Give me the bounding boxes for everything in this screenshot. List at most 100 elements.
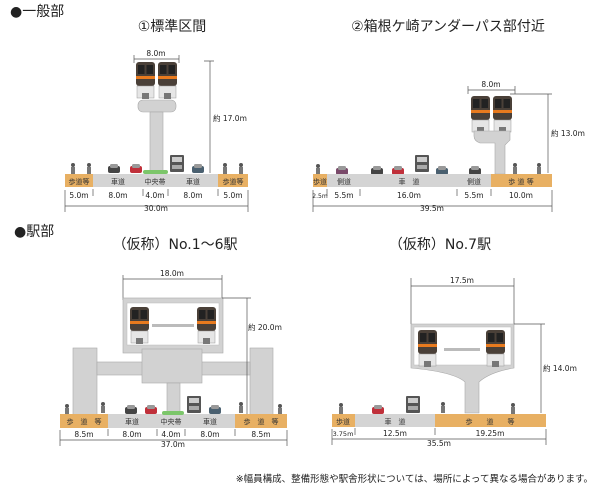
car-icon bbox=[392, 166, 404, 175]
dim-top-width: 18.0m bbox=[160, 269, 184, 278]
total-width: 37.0m bbox=[161, 440, 185, 449]
lane-label: 車道 bbox=[186, 177, 200, 186]
dim-height: 約 13.0m bbox=[551, 128, 585, 138]
lane-width: 5.5m bbox=[334, 191, 353, 200]
lane-width: 16.0m bbox=[397, 191, 421, 200]
car-icon bbox=[436, 166, 448, 175]
lane-label: 車 道 bbox=[385, 417, 406, 426]
section-general-heading: ●一般部 bbox=[10, 4, 64, 20]
lane-label: 歩道等 bbox=[69, 177, 90, 186]
lane-width: 8.0m bbox=[108, 191, 127, 200]
lane-label: 側道 bbox=[337, 177, 351, 186]
pier-cap bbox=[137, 99, 177, 113]
car-icon bbox=[108, 164, 120, 173]
pedestrian-icon bbox=[316, 164, 320, 175]
car-icon bbox=[145, 405, 157, 414]
pedestrian-icon bbox=[239, 402, 243, 413]
lane-label: 側道 bbox=[467, 177, 481, 186]
truck-icon bbox=[187, 396, 201, 413]
car-icon bbox=[469, 166, 481, 175]
panel-title: ②箱根ケ崎アンダーパス部付近 bbox=[351, 19, 545, 35]
panel-title: （仮称）No.7駅 bbox=[389, 237, 491, 253]
truck-icon bbox=[406, 396, 420, 413]
lane-label: 歩 道 等 bbox=[67, 417, 102, 426]
section-station-heading: ●駅部 bbox=[14, 224, 54, 240]
pedestrian-icon bbox=[278, 404, 282, 415]
car-icon bbox=[192, 164, 204, 173]
car-icon bbox=[336, 166, 348, 175]
lane-label: 車道 bbox=[111, 177, 125, 186]
lane-width: 8.5m bbox=[74, 430, 93, 439]
pedestrian-icon bbox=[239, 163, 243, 174]
total-width: 39.5m bbox=[420, 204, 444, 213]
pedestrian-icon bbox=[71, 163, 75, 174]
panel-station-no1-6: （仮称）No.1～6駅 18.0m 約 20.0m 歩 道 等 車道 中央帯 車… bbox=[59, 237, 288, 449]
lane-label: 歩道 bbox=[313, 177, 327, 186]
pedestrian-icon bbox=[65, 404, 69, 415]
pedestrian-icon bbox=[101, 402, 105, 413]
panel-title: （仮称）No.1～6駅 bbox=[112, 237, 237, 253]
total-width: 30.0m bbox=[144, 204, 168, 213]
car-icon bbox=[371, 166, 383, 175]
lane-width: 5.0m bbox=[69, 191, 88, 200]
dim-top-width: 17.5m bbox=[450, 276, 474, 285]
lane-width: 5.0m bbox=[223, 191, 242, 200]
pedestrian-icon bbox=[87, 163, 91, 174]
train-icon bbox=[492, 95, 513, 134]
car-icon bbox=[130, 164, 142, 173]
panel-standard-section: ①標準区間 8.0m 約 17.0m 歩道等 車道 中央帯 車道 歩道等 5.0… bbox=[64, 19, 249, 213]
lane-width: 8.0m bbox=[183, 191, 202, 200]
car-icon bbox=[209, 405, 221, 414]
dim-top-width: 8.0m bbox=[481, 80, 500, 89]
pier-column bbox=[149, 111, 164, 175]
lane-label: 歩道等 bbox=[223, 177, 244, 186]
panel-station-no7: （仮称）No.7駅 17.5m 約 14.0m 歩道 車 道 歩 道 等 3.7… bbox=[331, 237, 577, 448]
lane-label: 歩 道 等 bbox=[244, 417, 279, 426]
train-icon bbox=[196, 306, 217, 345]
lane-label: 車 道 bbox=[399, 177, 420, 186]
lane-label: 車道 bbox=[125, 417, 139, 426]
dim-height: 約 14.0m bbox=[543, 363, 577, 373]
car-icon bbox=[372, 405, 384, 414]
total-width: 35.5m bbox=[427, 439, 451, 448]
lane-width: 4.0m bbox=[145, 191, 164, 200]
lane-width: 8.0m bbox=[122, 430, 141, 439]
footnote: ※幅員構成、整備形態や駅舎形状については、場所によって異なる場合があります。 bbox=[236, 473, 593, 485]
truck-icon bbox=[170, 155, 184, 172]
lane-label: 歩道 bbox=[336, 417, 350, 426]
dim-height: 約 17.0m bbox=[213, 113, 247, 123]
pedestrian-icon bbox=[511, 403, 515, 414]
pier bbox=[473, 130, 511, 175]
dim-height: 約 20.0m bbox=[248, 322, 282, 332]
panel-hakonegasaki-underpass: ②箱根ケ崎アンダーパス部付近 8.0m 約 13.0m 歩道 側道 車 道 側道… bbox=[312, 19, 585, 213]
dim-top-width: 8.0m bbox=[146, 49, 165, 58]
pedestrian-icon bbox=[537, 163, 541, 174]
lane-width: 4.0m bbox=[161, 430, 180, 439]
train-icon bbox=[417, 329, 438, 368]
train-icon bbox=[157, 61, 178, 100]
lane-label: 車道 bbox=[203, 417, 217, 426]
lane-label: 歩 道 等 bbox=[508, 177, 533, 186]
train-icon bbox=[129, 306, 150, 345]
panel-title: ①標準区間 bbox=[138, 19, 207, 35]
pedestrian-icon bbox=[513, 163, 517, 174]
train-icon bbox=[485, 329, 506, 368]
train-icon bbox=[470, 95, 491, 134]
pedestrian-icon bbox=[339, 403, 343, 414]
truck-icon bbox=[415, 155, 429, 172]
lane-width: 8.5m bbox=[251, 430, 270, 439]
lane-label: 中央帯 bbox=[161, 417, 182, 426]
pedestrian-icon bbox=[441, 402, 445, 413]
pedestrian-icon bbox=[223, 163, 227, 174]
lane-width: 19.25m bbox=[476, 429, 505, 438]
lane-label: 歩 道 等 bbox=[466, 417, 515, 426]
lane-width: 5.5m bbox=[464, 191, 483, 200]
lane-width: 8.0m bbox=[200, 430, 219, 439]
train-icon bbox=[135, 61, 156, 100]
lane-width: 3.75m bbox=[333, 430, 354, 438]
lane-width: 10.0m bbox=[509, 191, 533, 200]
lane-label: 中央帯 bbox=[145, 177, 166, 186]
car-icon bbox=[125, 405, 137, 414]
lane-width: 12.5m bbox=[383, 429, 407, 438]
